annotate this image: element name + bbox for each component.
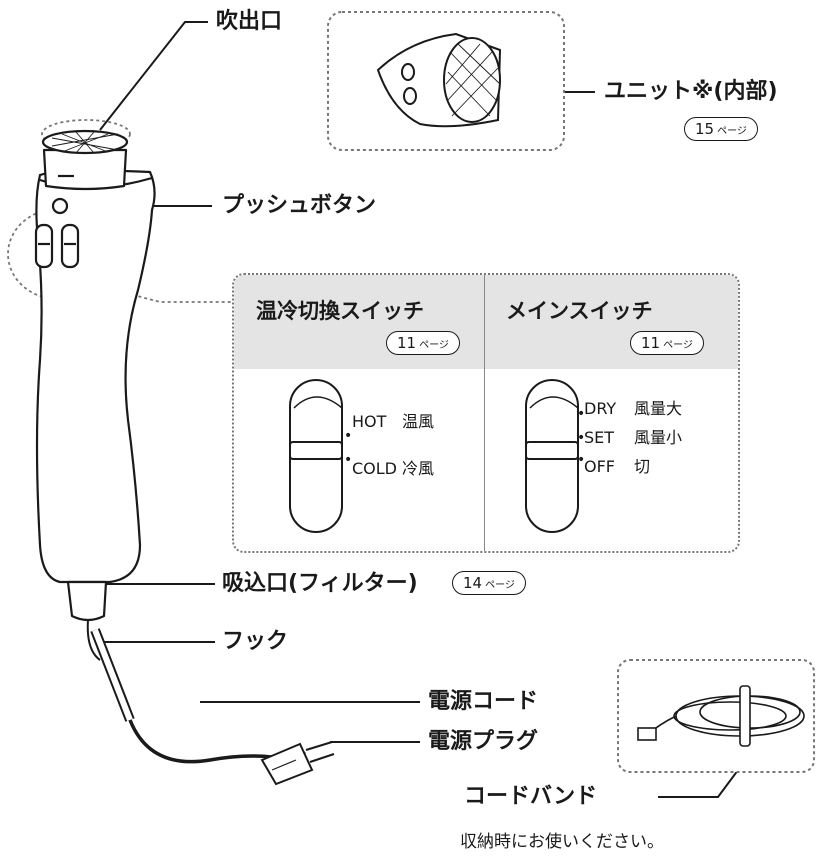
main-pos-dry-code: DRY	[584, 399, 617, 418]
main-switch-graphic	[525, 379, 579, 533]
label-unit: ユニット※(内部)	[604, 79, 778, 104]
main-pos-set-desc: 風量小	[634, 428, 683, 447]
main-pos-off-code: OFF	[584, 457, 615, 476]
main-switch-title: メインスイッチ	[506, 299, 653, 323]
label-cord-band: コードバンド	[464, 784, 598, 809]
unit-inset	[327, 11, 565, 151]
label-intake: 吸込口(フィルター)	[222, 571, 418, 596]
temp-pos-cold-code: COLD	[352, 459, 397, 478]
label-power-plug: 電源プラグ	[428, 729, 539, 754]
label-push-button: プッシュボタン	[222, 193, 377, 218]
label-hook: フック	[222, 629, 289, 654]
label-outlet: 吹出口	[216, 9, 283, 34]
main-pos-off-desc: 切	[634, 457, 651, 476]
panel-divider	[484, 275, 485, 551]
label-power-cord: 電源コード	[428, 689, 539, 714]
main-pos-set-code: SET	[584, 428, 615, 447]
cord-band-note: 収納時にお使いください。	[460, 832, 664, 852]
outlet-mesh	[51, 131, 119, 154]
temp-pos-hot-code: HOT	[352, 412, 387, 431]
temp-switch-title: 温冷切換スイッチ	[256, 299, 424, 323]
temp-pos-hot-desc: 温風	[402, 412, 435, 431]
cord-band-inset	[617, 659, 815, 773]
temp-switch-graphic	[289, 379, 343, 533]
plug	[260, 741, 335, 786]
temp-pos-cold-desc: 冷風	[402, 459, 435, 478]
dryer-body	[34, 129, 156, 622]
main-pos-dry-desc: 風量大	[634, 399, 683, 418]
